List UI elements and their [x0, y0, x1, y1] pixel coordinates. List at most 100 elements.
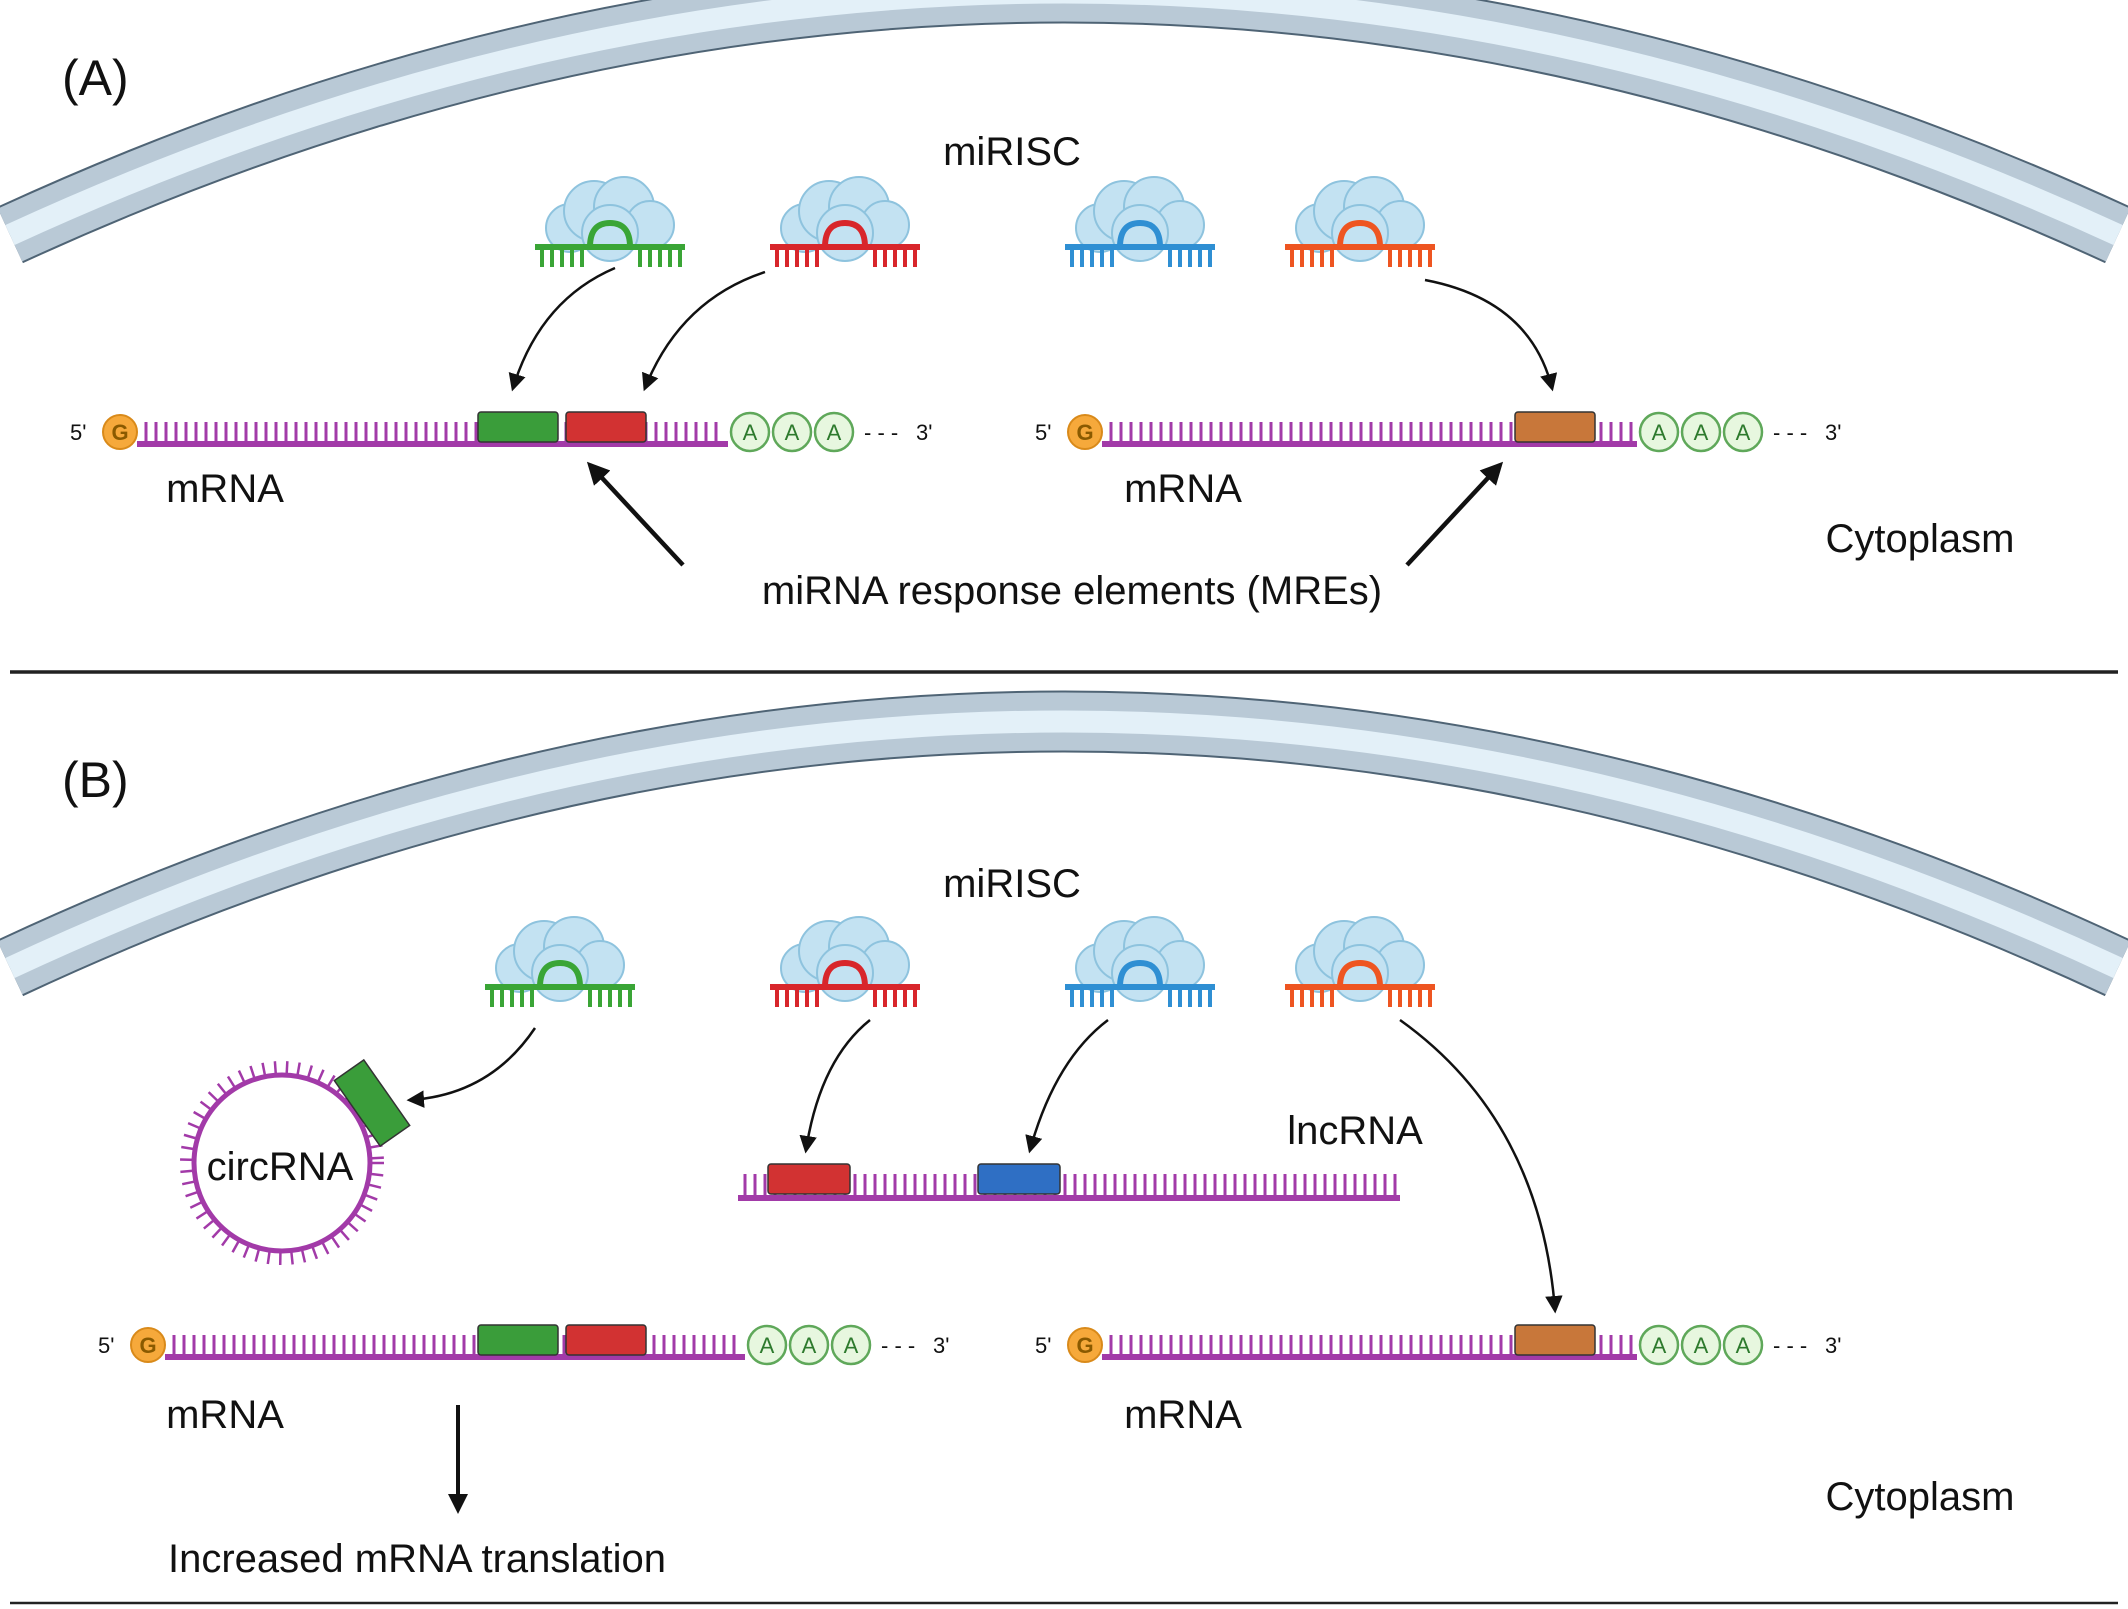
hairpin-loop: [587, 219, 633, 248]
arrow-icon: [1424, 278, 1558, 392]
cell-membrane: [0, 0, 2128, 264]
hairpin-loop: [537, 959, 583, 988]
polya-icon: [771, 411, 813, 453]
polya-icon: [788, 1324, 830, 1366]
circrna-base: [181, 1145, 196, 1151]
polya-letter: A: [743, 420, 758, 445]
circrna-base: [199, 1100, 213, 1112]
mirna-hairpin-icon: [1065, 959, 1215, 1007]
polya-letter: A: [1736, 420, 1751, 445]
mirisc-complex: [1285, 916, 1435, 1007]
panel-b-mirisc-label: miRISC: [943, 862, 1081, 906]
panel-b-label: (B): [62, 752, 129, 808]
mirna-hairpin-icon: [1065, 219, 1215, 267]
polya-letter: A: [844, 1333, 859, 1358]
mirna-hairpin-icon: [1285, 219, 1435, 267]
mirisc-complex: [1285, 176, 1435, 267]
mirisc-complex: [1065, 176, 1215, 267]
polya-icon: [813, 411, 855, 453]
polya-icon: [746, 1324, 788, 1366]
circrna-base: [207, 1091, 220, 1103]
mre-label: miRNA response elements (MREs): [762, 569, 1382, 613]
circrna-base: [353, 1212, 367, 1223]
mrna-left-label: mRNA: [166, 1393, 284, 1437]
circrna-base: [231, 1239, 241, 1253]
circrna-base: [185, 1190, 200, 1198]
tail-dots: - - -: [1773, 1333, 1807, 1358]
polya-icon: [1680, 411, 1722, 453]
mre-block: [1514, 411, 1596, 443]
circrna-base: [180, 1169, 195, 1174]
circrna-base: [300, 1248, 307, 1263]
circrna-base: [183, 1133, 198, 1140]
circrna-base: [211, 1226, 223, 1239]
tail-dots: - - -: [881, 1333, 915, 1358]
arrow-icon: [799, 1019, 871, 1154]
circrna-ring-icon: [180, 1058, 411, 1266]
arrow-icon: [586, 461, 685, 567]
polya-letter: A: [760, 1333, 775, 1358]
hairpin-loop: [822, 959, 868, 988]
circrna-base: [363, 1193, 378, 1201]
circrna-base: [266, 1249, 271, 1265]
circrna-base: [242, 1244, 251, 1259]
panel-a-label: (A): [62, 50, 129, 106]
mirisc-row: [485, 916, 1435, 1007]
cap-letter: G: [1076, 1333, 1093, 1358]
circrna-base: [193, 1110, 207, 1121]
circrna-base: [189, 1200, 204, 1209]
mirisc-complex: [1065, 916, 1215, 1007]
circrna-base: [181, 1180, 197, 1186]
circrna-base: [195, 1209, 209, 1220]
cap-letter: G: [1076, 420, 1093, 445]
mirna-hairpin-icon: [770, 959, 920, 1007]
circrna-base: [254, 1247, 261, 1262]
polya-icon: [1722, 1324, 1764, 1366]
circrna-base: [330, 1235, 341, 1249]
mre-block: [333, 1058, 411, 1148]
mirisc-complex: [770, 916, 920, 1007]
arrow-icon: [508, 266, 616, 392]
three-prime-label: 3': [1825, 420, 1841, 445]
lncrna-strand-icon: [738, 1163, 1400, 1201]
mre-block: [1514, 1324, 1596, 1356]
circrna-base: [203, 1218, 216, 1230]
mre-block: [977, 1163, 1061, 1195]
polya-letter: A: [785, 420, 800, 445]
polya-icon: [729, 411, 771, 453]
circrna-label: circRNA: [207, 1145, 354, 1189]
mirisc-complex: [770, 176, 920, 267]
panel-a-mirisc-label: miRISC: [943, 130, 1081, 174]
circrna-base: [359, 1203, 373, 1212]
circrna-base: [369, 1156, 384, 1160]
cap-icon: [1067, 414, 1103, 450]
panel-b-cytoplasm-label: Cytoplasm: [1826, 1475, 2015, 1519]
mrna-right-label: mRNA: [1124, 467, 1242, 511]
five-prime-label: 5': [1035, 1333, 1051, 1358]
arrow-icon: [642, 270, 766, 392]
five-prime-label: 5': [1035, 420, 1051, 445]
circrna-base: [316, 1069, 325, 1084]
circrna-base: [326, 1074, 336, 1089]
polya-icon: [1638, 1324, 1680, 1366]
polya-letter: A: [1736, 1333, 1751, 1358]
outcome-label: Increased mRNA translation: [168, 1537, 666, 1581]
polya-letter: A: [827, 420, 842, 445]
five-prime-label: 5': [98, 1333, 114, 1358]
polya-letter: A: [802, 1333, 817, 1358]
circrna-base: [289, 1250, 294, 1265]
circrna-base: [273, 1061, 278, 1076]
polya-letter: A: [1694, 420, 1709, 445]
circrna-base: [310, 1245, 319, 1260]
mre-block: [565, 1324, 647, 1356]
cap-letter: G: [111, 420, 128, 445]
panel-a-cytoplasm-label: Cytoplasm: [1826, 517, 2015, 561]
hairpin-loop: [822, 219, 868, 248]
tail-dots: - - -: [864, 420, 898, 445]
cap-letter: G: [139, 1333, 156, 1358]
